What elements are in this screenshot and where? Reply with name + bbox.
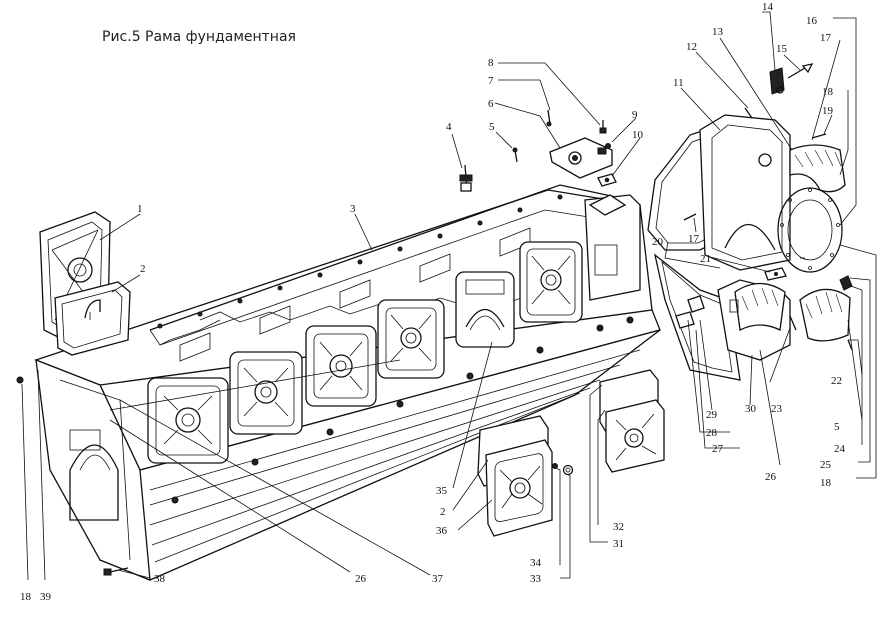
callout-11: 11 xyxy=(673,77,684,89)
side-cover-36 xyxy=(477,415,553,537)
callout-14: 14 xyxy=(762,1,774,13)
callout-2: 2 xyxy=(140,263,146,275)
callout-26: 26 xyxy=(355,573,367,585)
bearing-shell-22 xyxy=(799,288,851,342)
figure-title: Рис.5 Рама фундаментная xyxy=(102,29,296,45)
callout-31: 31 xyxy=(613,538,624,550)
callout-8: 8 xyxy=(488,57,494,69)
callout-26-right: 26 xyxy=(765,471,777,483)
callout-16: 16 xyxy=(806,15,818,27)
callout-13: 13 xyxy=(712,26,724,38)
callout-24: 24 xyxy=(834,443,846,455)
seal-ring-16 xyxy=(777,187,843,273)
callout-19: 19 xyxy=(822,105,834,117)
end-gasket-left xyxy=(54,281,131,356)
pin-part-7 xyxy=(546,109,552,127)
callout-37: 37 xyxy=(432,573,444,585)
plug-18-left xyxy=(16,376,24,384)
callout-12: 12 xyxy=(686,41,697,53)
callout-18-left: 18 xyxy=(20,591,32,603)
callout-7: 7 xyxy=(488,75,494,87)
callout-30: 30 xyxy=(745,403,757,415)
callout-21: 21 xyxy=(700,253,711,265)
part-21 xyxy=(764,267,787,281)
end-cover-part-12 xyxy=(699,107,791,271)
callout-2-lower: 2 xyxy=(440,506,446,518)
callout-labels: 1 2 3 4 5 6 7 8 9 10 11 12 13 14 15 16 1… xyxy=(20,1,846,603)
callout-33: 33 xyxy=(530,573,542,585)
callout-18-right: 18 xyxy=(820,477,832,489)
callout-25: 25 xyxy=(820,459,832,471)
bolt-part-4 xyxy=(459,164,473,192)
base-frame xyxy=(34,184,661,581)
callout-4: 4 xyxy=(446,121,452,133)
side-cover-31-32 xyxy=(599,369,665,473)
callout-20: 20 xyxy=(652,236,664,248)
side-hatches xyxy=(147,241,583,464)
bearing-cap-13 xyxy=(789,144,846,193)
pin-part-5 xyxy=(512,147,518,163)
callout-27: 27 xyxy=(712,443,724,455)
leader-lines xyxy=(21,11,877,581)
callout-18-top: 18 xyxy=(822,86,834,98)
callout-1: 1 xyxy=(137,203,143,215)
nut-washer-33-34 xyxy=(552,463,574,476)
callout-35: 35 xyxy=(436,485,448,497)
callout-6: 6 xyxy=(488,98,494,110)
callout-3: 3 xyxy=(350,203,356,215)
callout-34: 34 xyxy=(530,557,542,569)
callout-5: 5 xyxy=(489,121,495,133)
cover-part-30 xyxy=(717,279,791,361)
bracket-part-6 xyxy=(549,137,613,179)
callout-22: 22 xyxy=(831,375,842,387)
small-parts-23-29 xyxy=(675,275,853,351)
top-bolt-bosses xyxy=(157,194,563,329)
callout-10: 10 xyxy=(632,129,644,141)
callout-23: 23 xyxy=(771,403,783,415)
pin-part-19 xyxy=(811,133,827,139)
part-14-15 xyxy=(769,63,814,95)
callout-9: 9 xyxy=(632,109,638,121)
screw-part-8 xyxy=(599,120,607,134)
callout-39: 39 xyxy=(40,591,52,603)
callout-38: 38 xyxy=(154,573,166,585)
callout-32: 32 xyxy=(613,521,624,533)
callout-17-mid: 17 xyxy=(688,233,700,245)
callout-5-right: 5 xyxy=(834,421,840,433)
washer-part-9 xyxy=(605,143,611,149)
callout-15: 15 xyxy=(776,43,788,55)
callout-28: 28 xyxy=(706,427,718,439)
callout-17-top: 17 xyxy=(820,32,832,44)
gasket-part-20 xyxy=(653,253,741,381)
plate-part-10 xyxy=(597,173,617,187)
callout-36: 36 xyxy=(436,525,448,537)
screw-part-17 xyxy=(683,213,697,221)
callout-29: 29 xyxy=(706,409,718,421)
front-studs xyxy=(171,316,634,504)
